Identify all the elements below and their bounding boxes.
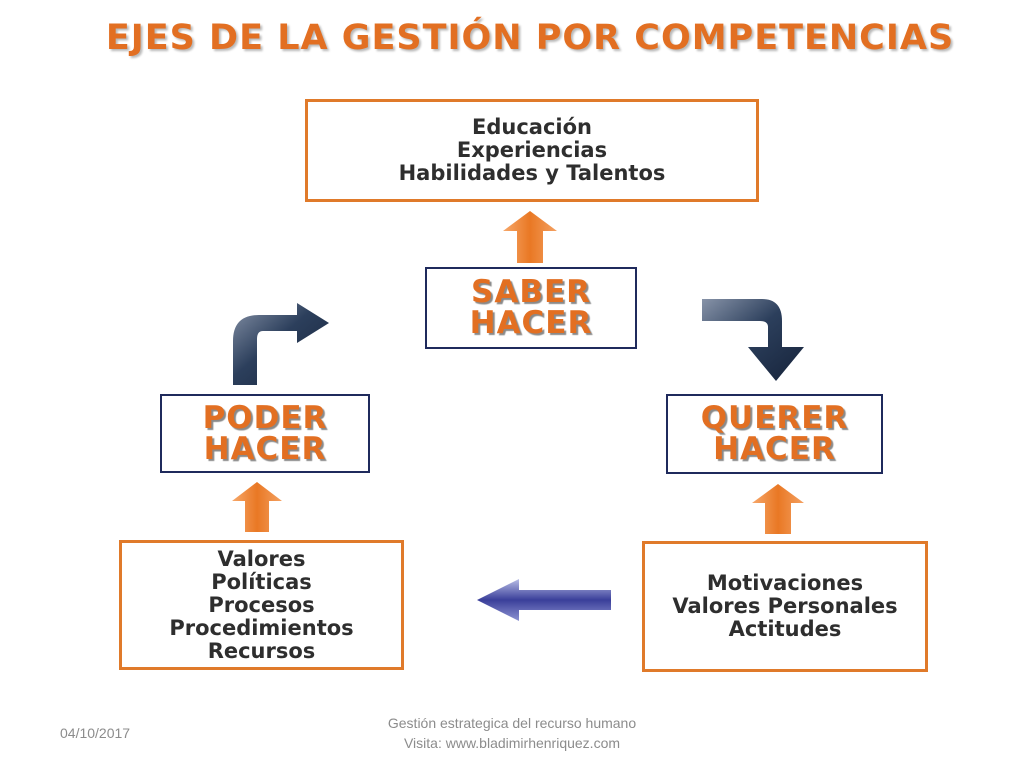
- saber-hacer-line-1: SABER: [471, 274, 591, 310]
- saber-hacer-box: SABER HACER: [425, 267, 637, 349]
- knowledge-line-experiences: Experiencias: [456, 138, 608, 162]
- up-arrow-icon: [752, 484, 804, 534]
- curved-arrow-icon: [702, 299, 804, 381]
- resources-line-policies: Políticas: [211, 569, 312, 594]
- knowledge-box: Educación Experiencias Habilidades y Tal…: [305, 99, 759, 202]
- knowledge-line-education: Educación: [472, 115, 592, 139]
- resources-box: Valores Políticas Procesos Procedimiento…: [119, 540, 404, 670]
- resources-line-procedures: Procedimientos: [169, 615, 354, 640]
- poder-hacer-line-2: HACER: [203, 430, 327, 467]
- curved-arrow-icon: [233, 303, 329, 385]
- saber-hacer-line-2: HACER: [469, 305, 593, 341]
- querer-hacer-line-1: QUERER: [700, 400, 849, 436]
- querer-hacer-box: QUERER HACER: [666, 394, 883, 474]
- poder-hacer-box: PODER HACER: [160, 394, 370, 473]
- resources-line-processes: Procesos: [208, 592, 315, 617]
- querer-hacer-line-2: HACER: [713, 431, 836, 467]
- footer-date: 04/10/2017: [60, 725, 131, 741]
- left-arrow-icon: [477, 579, 611, 621]
- footer-line-1: Gestión estrategica del recurso humano: [387, 715, 637, 731]
- resources-line-resources: Recursos: [207, 638, 316, 663]
- motivation-box: Motivaciones Valores Personales Actitude…: [642, 541, 928, 672]
- poder-hacer-line-1: PODER: [202, 399, 328, 436]
- up-arrow-icon: [503, 211, 557, 263]
- motivation-line-personal-values: Valores Personales: [672, 594, 898, 618]
- page-title: EJES DE LA GESTIÓN POR COMPETENCIAS: [105, 18, 955, 58]
- up-arrow-icon: [232, 482, 282, 532]
- motivation-line-attitudes: Actitudes: [728, 617, 842, 641]
- knowledge-line-skills: Habilidades y Talentos: [398, 161, 666, 185]
- resources-line-values: Valores: [217, 546, 306, 571]
- footer-caption: Gestión estrategica del recurso humano V…: [312, 713, 712, 753]
- footer-line-2: Visita: www.bladimirhenriquez.com: [403, 735, 621, 751]
- motivation-line-motivations: Motivaciones: [706, 571, 864, 595]
